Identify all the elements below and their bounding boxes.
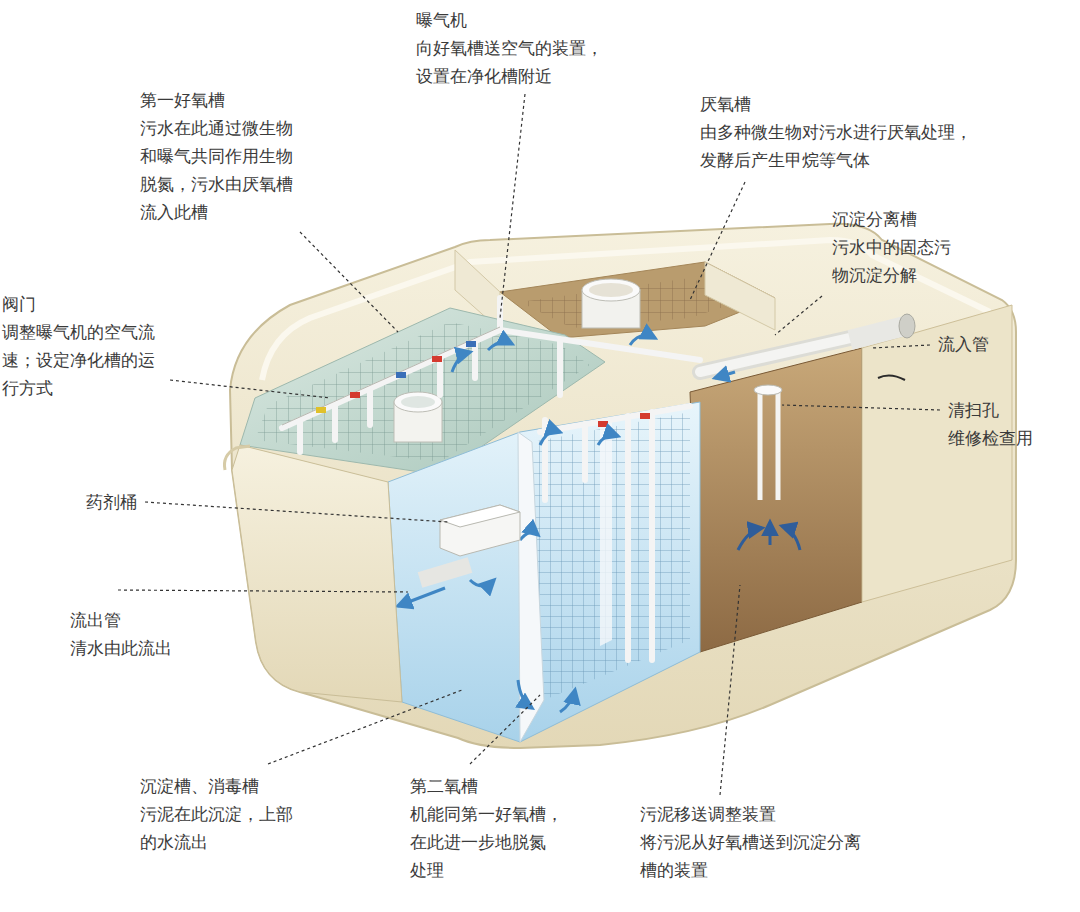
- callout-text: 沉淀槽、消毒槽: [140, 772, 259, 800]
- callout-text: 向好氧槽送空气的装置， 设置在净化槽附近: [416, 34, 613, 90]
- callout-text: 污水中的固态污 物沉淀分解: [832, 233, 961, 289]
- callout-text: 第一好氧槽: [140, 86, 225, 114]
- callout-text: 维修检查用: [948, 424, 1033, 452]
- callout-text: 厌氧槽: [700, 90, 751, 118]
- callout-text: 将污泥从好氧槽送到沉淀分离 槽的装置: [640, 828, 871, 884]
- callout-text: 第二氧槽: [410, 772, 478, 800]
- callout-text: 流出管: [70, 606, 121, 634]
- callout-text: 由多种微生物对污水进行厌氧处理， 发酵后产生甲烷等气体: [700, 118, 982, 174]
- callout-text: 污水在此通过微生物 和曝气共同作用生物 脱氮，污水由厌氧槽 流入此槽: [140, 114, 303, 226]
- callout-text: 污泥在此沉淀，上部 的水流出: [140, 800, 303, 856]
- callout-text: 清水由此流出: [70, 634, 172, 662]
- callout-text: 污泥移送调整装置: [640, 800, 776, 828]
- callout-text: 流入管: [938, 330, 989, 358]
- callout-text: 机能同第一好氧槽， 在此进一步地脱氮 处理: [410, 800, 573, 884]
- callout-text: 曝气机: [416, 6, 467, 34]
- callout-text: 阀门: [2, 290, 36, 318]
- callout-text: 清扫孔: [948, 396, 999, 424]
- callout-text: 调整曝气机的空气流 速；设定净化槽的运 行方式: [2, 318, 165, 402]
- leader-lines: [118, 94, 940, 795]
- callout-text: 药剂桶: [86, 488, 137, 516]
- callout-text: 沉淀分离槽: [832, 205, 917, 233]
